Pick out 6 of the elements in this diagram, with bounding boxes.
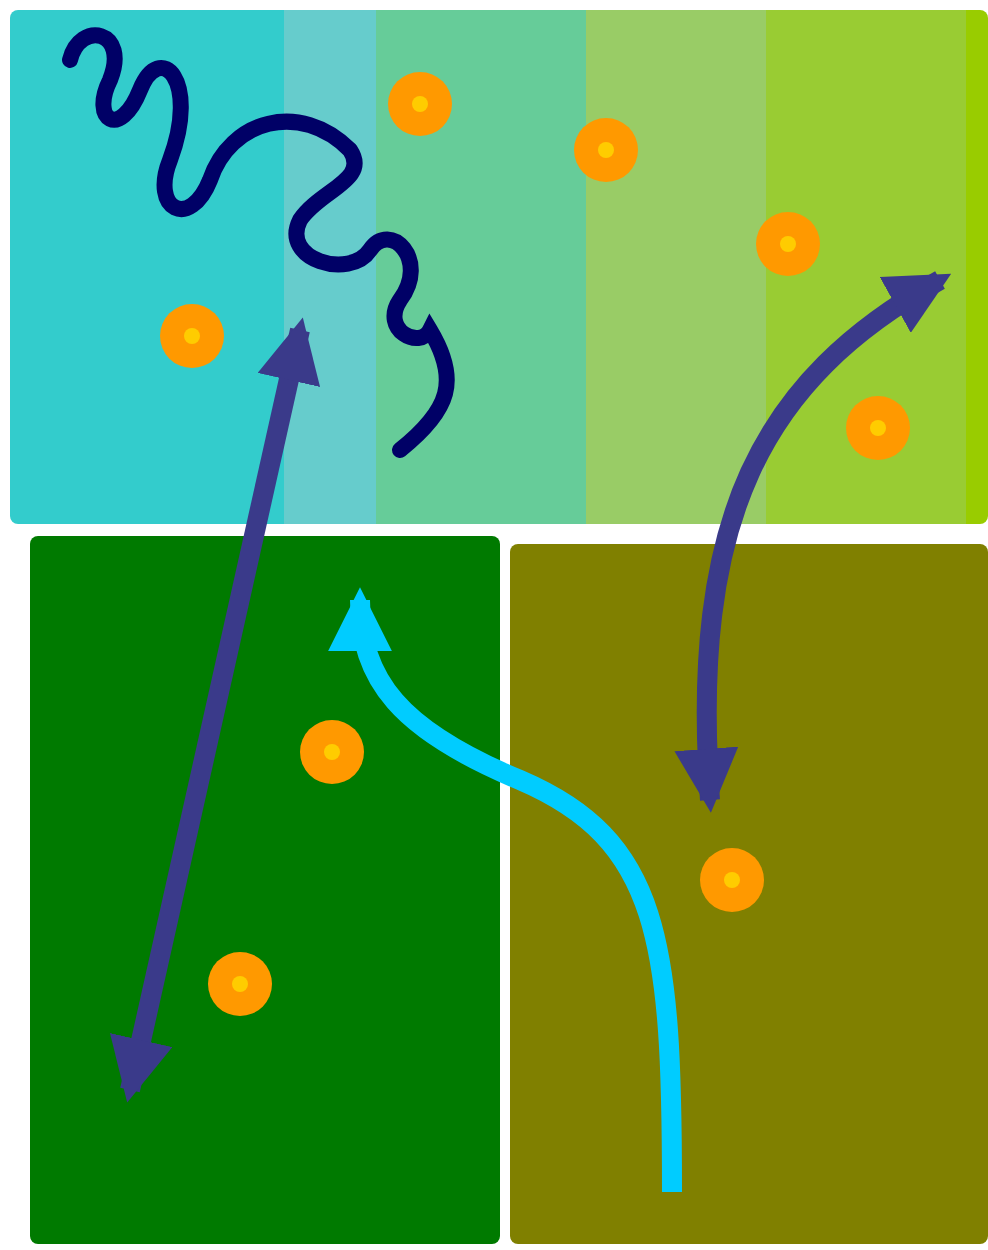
panel (510, 544, 988, 1244)
striped-panel (10, 10, 988, 524)
double-arrow (675, 271, 951, 813)
panel (30, 536, 500, 1244)
double-arrow (109, 317, 321, 1103)
arrow (330, 587, 682, 1193)
